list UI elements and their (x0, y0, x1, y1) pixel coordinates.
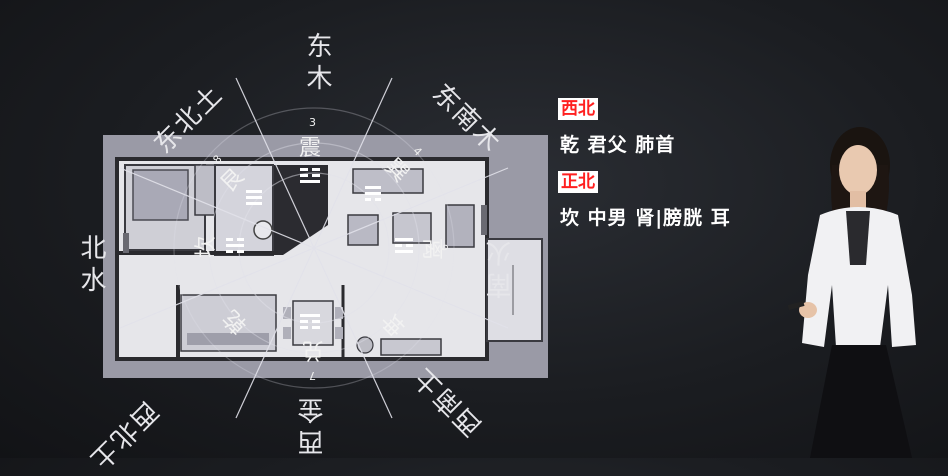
trigram-dui: 兑 (302, 337, 325, 362)
number-zhen: 3 (309, 116, 316, 129)
trigram-kan: 坎 (194, 235, 220, 259)
lecture-slide: 东木 东南木 南火 西南土 西金 西北土 北水 东北土 震 巽 离 坤 兑 乾 … (76, 32, 916, 476)
trigram-zhen: 震 (299, 136, 322, 161)
bagua-diagram (119, 77, 509, 419)
heading-northwest: 西北 (558, 98, 598, 120)
label-east-wood: 东木 (302, 32, 332, 96)
number-dui: 7 (309, 369, 316, 382)
label-south-fire: 南火 (486, 235, 516, 299)
text-northwest: 乾 君父 肺首 (560, 134, 676, 156)
label-west-metal: 西金 (298, 392, 328, 456)
trigram-marks (226, 168, 413, 329)
presenter-figure (787, 127, 916, 458)
label-north-water: 北水 (76, 234, 106, 298)
text-north: 坎 中男 肾|膀胱 耳 (560, 207, 731, 229)
number-li: 9 (437, 244, 450, 251)
heading-north: 正北 (558, 171, 598, 193)
info-panel: 西北 乾 君父 肺首 正北 坎 中男 肾|膀胱 耳 (558, 98, 818, 244)
